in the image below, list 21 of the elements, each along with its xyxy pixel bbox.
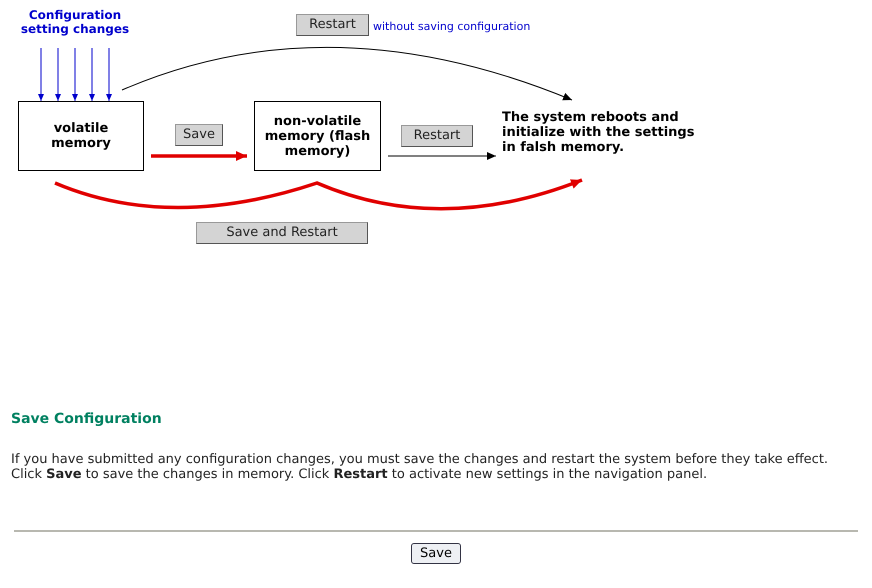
edge-label: Restart <box>401 125 473 147</box>
arrow <box>38 48 44 102</box>
note-text: without saving configuration <box>373 20 530 33</box>
edge-label: Save <box>175 124 223 146</box>
arrow <box>388 152 496 160</box>
result-text: The system reboots and initialize with the settings in falsh memory. <box>502 110 707 166</box>
paragraph: If you have submitted any configuration changes, you must save the changes and restart the system before they take effect. Click Save to save the changes in memory. Click Restart to activate new settings in the navigation panel. <box>11 452 830 482</box>
edge-label: Save and Restart <box>196 222 368 244</box>
arrow <box>106 48 112 102</box>
save-button: Save <box>411 543 461 564</box>
arrow <box>54 178 583 210</box>
memory-box: volatile memory <box>18 101 144 171</box>
arrow <box>55 48 61 102</box>
arrow <box>151 151 247 161</box>
arrow <box>122 47 572 101</box>
annotation-text: Configuration setting changes <box>16 8 134 48</box>
memory-box: non-volatile memory (flash memory) <box>254 101 381 171</box>
section-heading: Save Configuration <box>11 411 162 427</box>
arrow <box>89 48 95 102</box>
arrow <box>72 48 78 102</box>
edge-label: Restart <box>296 14 369 36</box>
